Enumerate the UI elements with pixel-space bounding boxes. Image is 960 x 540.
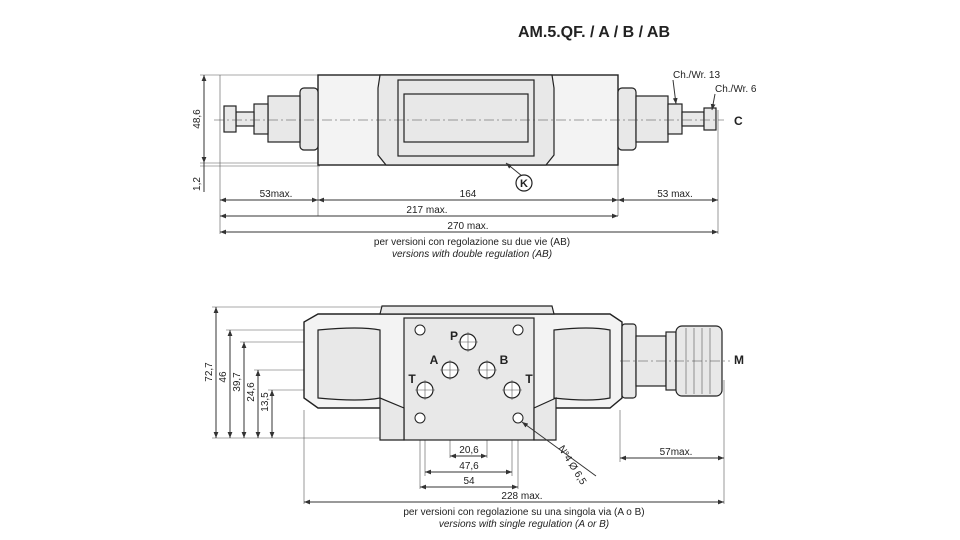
top-view: 48,6 1,2 Ch./Wr. 13 Ch./Wr. 6 C K 53max.… <box>192 70 757 260</box>
left-wing <box>317 327 381 401</box>
dim-270: 270 max. <box>447 221 488 232</box>
bottom-view: M P A B T T 72,7 46 39,7 24,6 <box>204 305 744 530</box>
wrench-label-13: Ch./Wr. 13 <box>673 70 720 81</box>
mounting-hole-1 <box>414 324 426 336</box>
dim-right-53: 53 max. <box>657 189 693 200</box>
dim-39-7: 39,7 <box>232 372 243 392</box>
right-flange <box>617 87 637 151</box>
detail-k-label: K <box>520 178 528 190</box>
right-cap <box>703 107 717 131</box>
top-tab <box>379 305 555 315</box>
bottom-caption-it: per versioni con regolazione su una sing… <box>403 507 644 518</box>
right-adjuster-nut <box>635 95 669 143</box>
dim-center-164: 164 <box>460 189 477 200</box>
port-p-label: P <box>450 329 458 343</box>
left-locknut <box>253 103 269 135</box>
left-adjuster-nut <box>267 95 301 143</box>
dim-left-53: 53max. <box>260 189 293 200</box>
dim-13-5: 13,5 <box>260 392 271 412</box>
left-knob <box>223 105 237 133</box>
right-locknut <box>667 103 683 135</box>
dim-46: 46 <box>218 371 229 383</box>
detail-k-marker <box>515 174 533 192</box>
left-flange <box>299 87 319 151</box>
dim-20-6: 20,6 <box>459 445 479 456</box>
mounting-hole-4 <box>512 412 524 424</box>
port-t-left-label: T <box>408 372 416 386</box>
top-caption-en: versions with double regulation (AB) <box>392 249 552 260</box>
bottom-caption-en: versions with single regulation (A or B) <box>439 519 609 530</box>
port-m-label: M <box>734 353 744 367</box>
port-a-label: A <box>430 353 439 367</box>
left-screw <box>235 111 255 127</box>
dim-54: 54 <box>463 476 475 487</box>
dim-228: 228 max. <box>501 491 542 502</box>
dim-57: 57max. <box>660 447 693 458</box>
right-screw <box>681 111 705 127</box>
page-title: AM.5.QF. / A / B / AB <box>518 24 670 41</box>
dim-217: 217 max. <box>406 205 447 216</box>
mounting-hole-2 <box>512 324 524 336</box>
dim-48-6: 48,6 <box>192 109 203 129</box>
mounting-hole-3 <box>414 412 426 424</box>
port-t-right-label: T <box>525 372 533 386</box>
port-c-label: C <box>734 114 743 128</box>
dim-47-6: 47,6 <box>459 461 479 472</box>
holes-callout: N°4 Ø 6,5 <box>555 444 588 488</box>
right-wing <box>553 327 611 401</box>
port-b-label: B <box>500 353 509 367</box>
dim-24-6: 24,6 <box>246 382 257 402</box>
top-caption-it: per versioni con regolazione su due vie … <box>374 237 570 248</box>
dim-1-2: 1,2 <box>192 177 203 191</box>
dim-72-7: 72,7 <box>204 362 215 382</box>
wrench-label-6: Ch./Wr. 6 <box>715 84 757 95</box>
